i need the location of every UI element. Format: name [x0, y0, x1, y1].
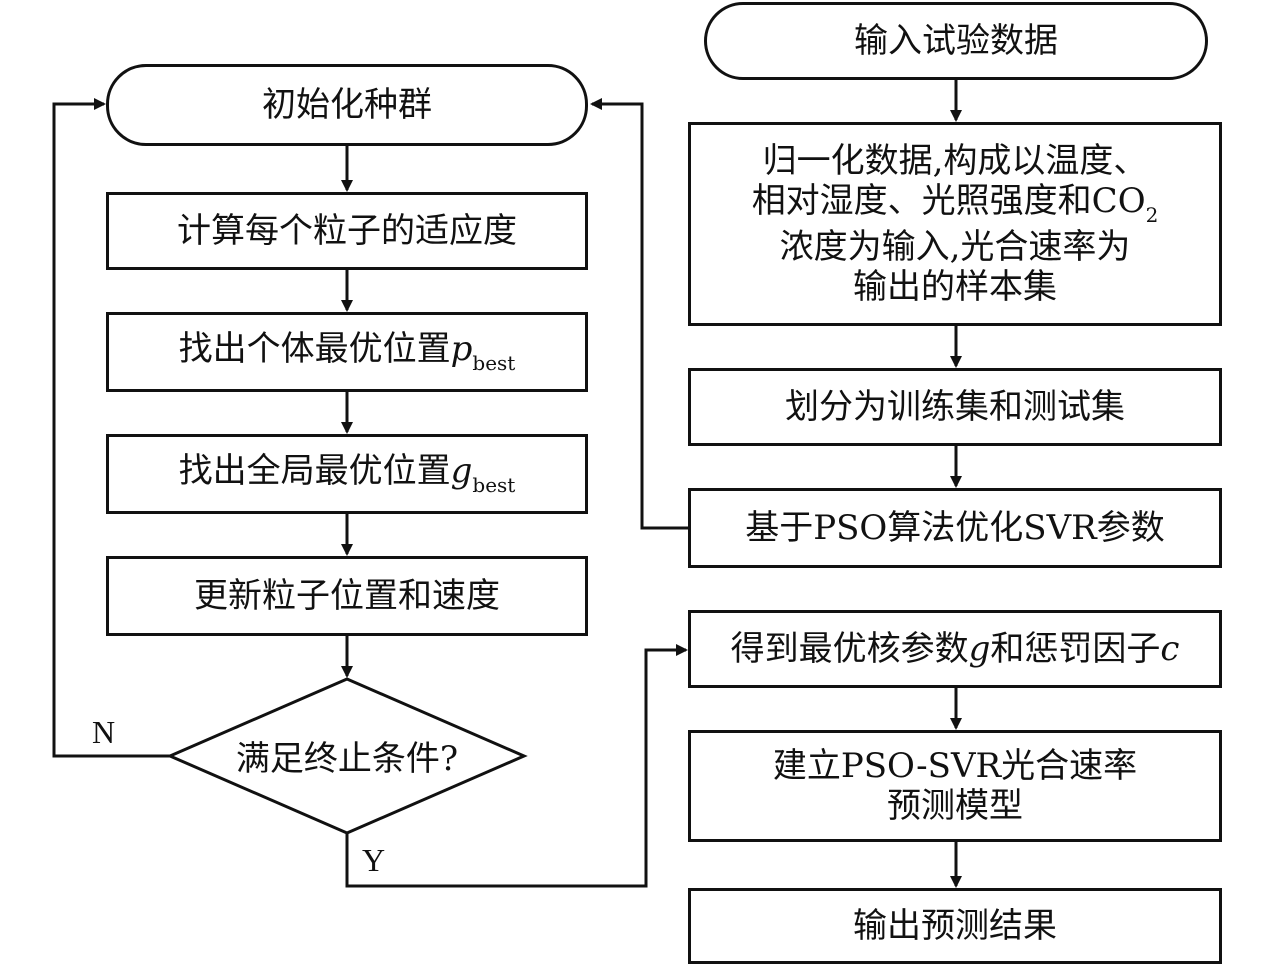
yes-branch-label: Y	[362, 842, 386, 878]
normalize-line-3: 浓度为输入,光合速率为	[779, 227, 1131, 268]
arrow-yes-path	[345, 644, 688, 888]
termination-condition-label: 满足终止条件?	[235, 738, 459, 779]
normalize-line-1: 归一化数据,构成以温度、	[762, 140, 1148, 181]
arrow-no-loop	[52, 98, 170, 758]
normalize-line-4: 输出的样本集	[853, 267, 1057, 308]
pso-optimize-label: 基于PSO算法优化SVR参数	[745, 507, 1165, 548]
normalize-line-2: 相对湿度、光照强度和CO2	[751, 180, 1159, 227]
pso-optimize-node: 基于PSO算法优化SVR参数	[688, 488, 1222, 568]
find-pbest-label: 找出个体最优位置pbest	[178, 328, 516, 375]
init-population-node: 初始化种群	[106, 64, 588, 146]
find-pbest-node: 找出个体最优位置pbest	[106, 312, 588, 392]
arrow-pso-to-init	[590, 98, 688, 530]
build-model-line-1: 建立PSO-SVR光合速率	[772, 745, 1138, 786]
input-data-label: 输入试验数据	[854, 20, 1058, 61]
optimal-params-node: 得到最优核参数g和惩罚因子c	[688, 610, 1222, 688]
optimal-params-label: 得到最优核参数g和惩罚因子c	[730, 628, 1180, 669]
update-particles-node: 更新粒子位置和速度	[106, 556, 588, 636]
normalize-data-node: 归一化数据,构成以温度、 相对湿度、光照强度和CO2 浓度为输入,光合速率为 输…	[688, 122, 1222, 326]
split-dataset-label: 划分为训练集和测试集	[785, 386, 1125, 427]
compute-fitness-node: 计算每个粒子的适应度	[106, 192, 588, 270]
build-model-node: 建立PSO-SVR光合速率 预测模型	[688, 730, 1222, 842]
find-gbest-node: 找出全局最优位置gbest	[106, 434, 588, 514]
output-result-label: 输出预测结果	[853, 905, 1057, 946]
compute-fitness-label: 计算每个粒子的适应度	[177, 210, 517, 251]
output-result-node: 输出预测结果	[688, 888, 1222, 964]
build-model-line-2: 预测模型	[887, 786, 1023, 826]
find-gbest-label: 找出全局最优位置gbest	[178, 450, 516, 497]
no-branch-label: N	[92, 714, 116, 750]
split-dataset-node: 划分为训练集和测试集	[688, 368, 1222, 446]
input-data-node: 输入试验数据	[704, 2, 1208, 80]
update-particles-label: 更新粒子位置和速度	[194, 575, 500, 616]
init-population-label: 初始化种群	[262, 84, 432, 125]
